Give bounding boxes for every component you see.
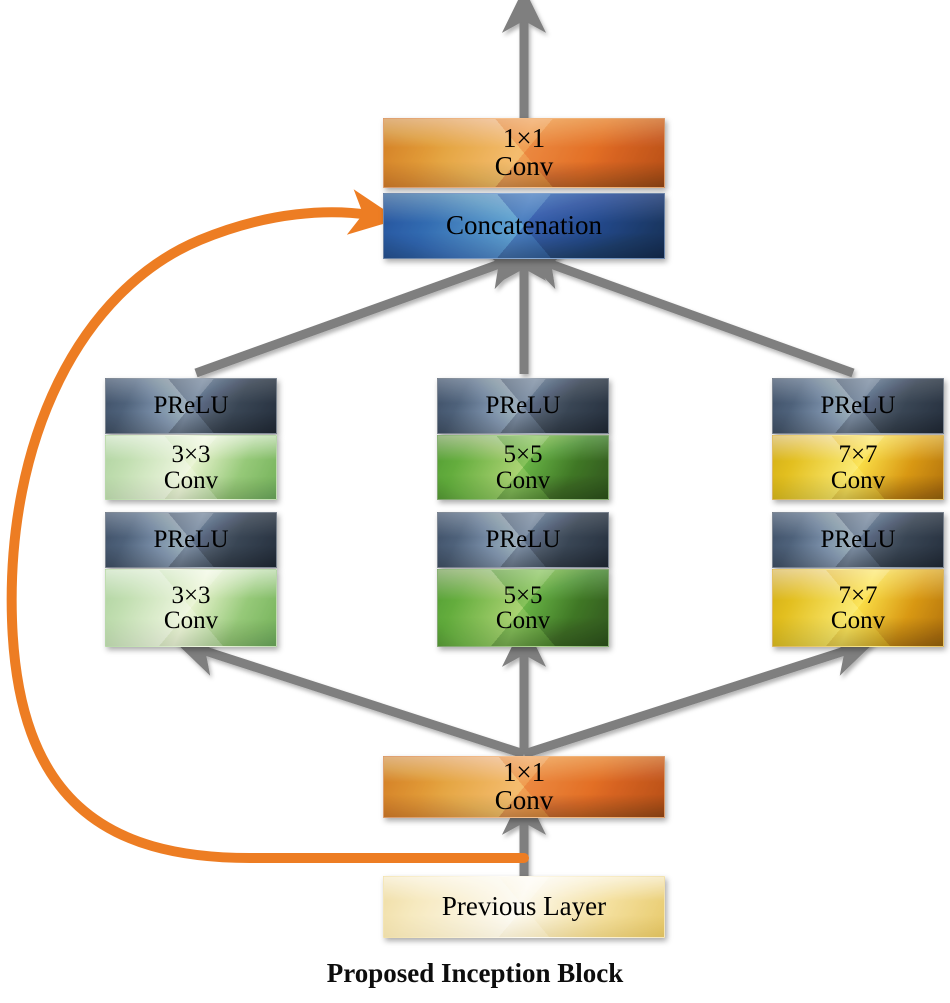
prelu-text: PReLU: [485, 392, 561, 420]
prelu-text: PReLU: [820, 526, 896, 554]
bevel-facets: [384, 119, 664, 187]
input-conv-label-1: 1×1: [502, 757, 546, 788]
output-conv-label-1: 1×1: [502, 123, 546, 154]
right-branch-prelu-1[interactable]: PReLU: [772, 512, 944, 568]
conv3x3-label-2: Conv: [163, 466, 219, 494]
bevel-facets: [384, 194, 664, 258]
bevel-facets: [106, 570, 276, 646]
bevel-facets: [106, 379, 276, 433]
input-conv-block[interactable]: 1×1 Conv: [383, 756, 665, 818]
bevel-facets: [773, 513, 943, 567]
conv7x7-label-1: 7×7: [838, 441, 878, 468]
bevel-facets: [773, 436, 943, 499]
conv3x3-label-1: 3×3: [171, 441, 211, 468]
conv7x7-label-2: Conv: [830, 607, 886, 634]
previous-layer-label: Previous Layer: [441, 891, 607, 922]
prelu-text: PReLU: [485, 526, 561, 554]
input-conv-label-2: Conv: [494, 785, 554, 815]
bevel-facets: [106, 436, 276, 499]
bevel-facets: [438, 513, 608, 567]
bevel-facets: [384, 757, 664, 817]
left-branch-conv-2[interactable]: 3×3 Conv: [105, 435, 277, 500]
middle-branch-prelu-2[interactable]: PReLU: [437, 378, 609, 434]
bevel-facets: [773, 379, 943, 433]
right-branch-conv-1[interactable]: 7×7 Conv: [772, 569, 944, 647]
conv5x5-label-1: 5×5: [503, 581, 543, 609]
bevel-facets: [773, 570, 943, 646]
figure-caption: Proposed Inception Block: [326, 958, 624, 988]
bevel-facets: [438, 436, 608, 499]
left-branch-prelu-1[interactable]: PReLU: [105, 512, 277, 568]
prelu-text: PReLU: [153, 526, 229, 554]
conv7x7-label-2: Conv: [830, 466, 886, 494]
conv3x3-label-1: 3×3: [171, 581, 211, 609]
right-branch-conv-2[interactable]: 7×7 Conv: [772, 435, 944, 500]
conv5x5-label-1: 5×5: [503, 441, 543, 468]
left-branch-conv-1[interactable]: 3×3 Conv: [105, 569, 277, 647]
middle-branch-prelu-1[interactable]: PReLU: [437, 512, 609, 568]
conv5x5-label-2: Conv: [495, 466, 551, 494]
output-conv-block[interactable]: 1×1 Conv: [383, 118, 665, 188]
previous-layer-block[interactable]: Previous Layer: [383, 876, 665, 938]
middle-branch-conv-1[interactable]: 5×5 Conv: [437, 569, 609, 647]
prelu-text: PReLU: [153, 392, 229, 420]
bevel-facets: [438, 379, 608, 433]
conv7x7-label-1: 7×7: [838, 581, 878, 609]
conv3x3-label-2: Conv: [163, 607, 219, 634]
bevel-facets: [438, 570, 608, 646]
bevel-facets: [106, 513, 276, 567]
bevel-facets: [384, 877, 664, 937]
conv5x5-label-2: Conv: [495, 607, 551, 634]
input-to-right-arrow: [522, 633, 876, 759]
left-branch-prelu-2[interactable]: prelu PReLU: [105, 378, 277, 434]
right-branch-prelu-2[interactable]: PReLU: [772, 378, 944, 434]
output-conv-label-2: Conv: [494, 151, 554, 181]
right-to-concat-arrow: [520, 247, 855, 378]
middle-branch-conv-2[interactable]: 5×5 Conv: [437, 435, 609, 500]
input-to-left-arrow: [174, 633, 526, 759]
left-to-concat-arrow: [194, 247, 530, 378]
concatenation-block[interactable]: Concatenation: [383, 193, 665, 259]
prelu-text: PReLU: [820, 392, 896, 420]
concatenation-label: Concatenation: [446, 210, 602, 241]
